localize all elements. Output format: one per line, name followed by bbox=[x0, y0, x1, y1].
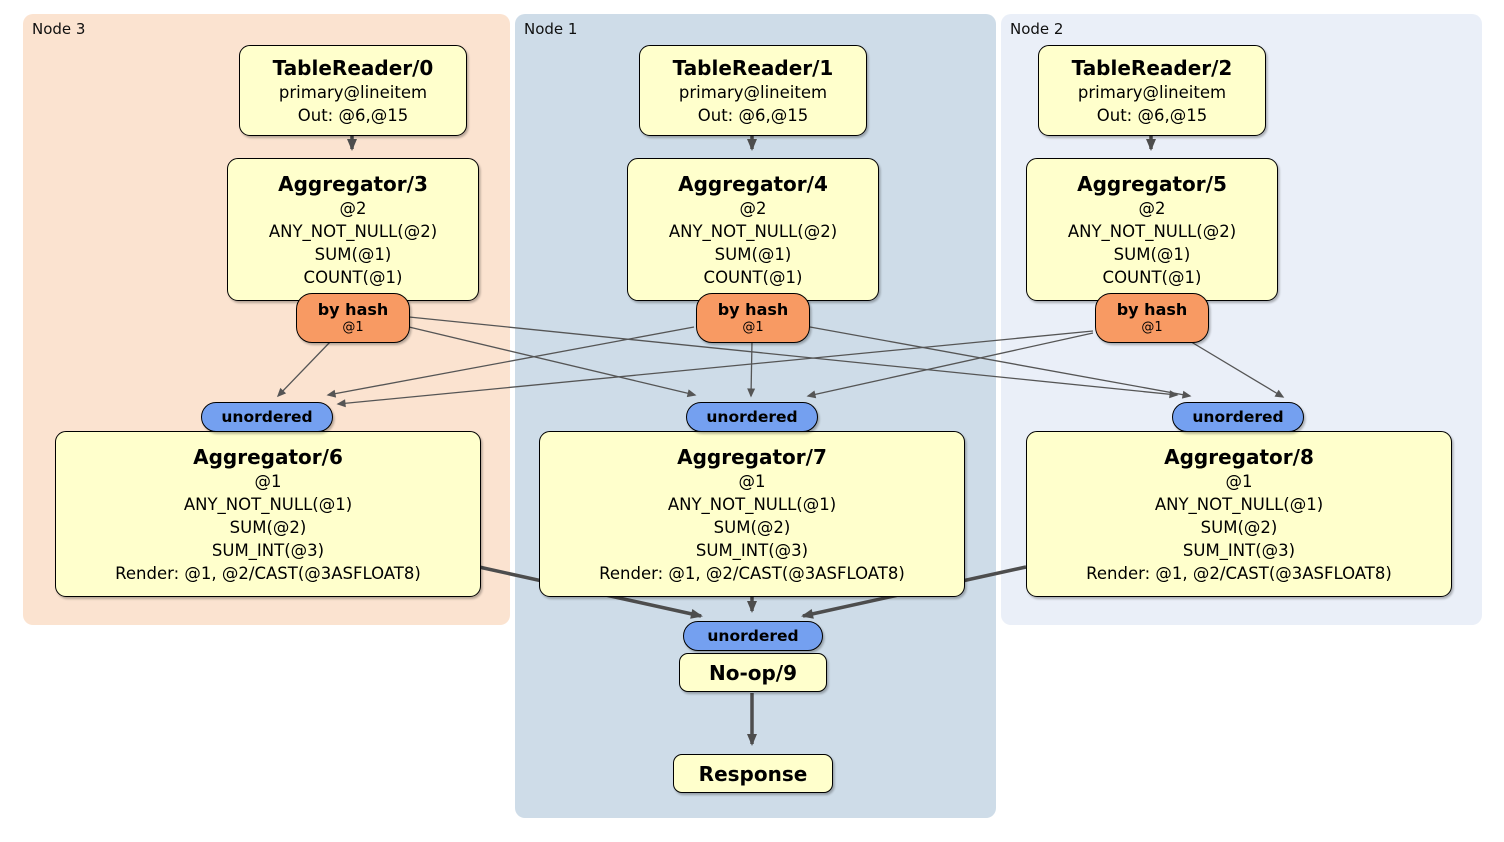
processor-detail: SUM(@2) bbox=[229, 517, 307, 537]
noop-box: No-op/9 bbox=[679, 653, 827, 692]
processor-detail: SUM(@1) bbox=[714, 244, 792, 264]
unordered-stream: unordered bbox=[683, 621, 823, 651]
processor-title: TableReader/2 bbox=[1071, 55, 1233, 80]
hash-router: by hash @1 bbox=[296, 293, 410, 343]
processor-detail: SUM(@2) bbox=[713, 517, 791, 537]
processor-detail: primary@lineitem bbox=[1077, 82, 1227, 102]
aggregator-box: Aggregator/4 @2 ANY_NOT_NULL(@2) SUM(@1)… bbox=[627, 158, 879, 301]
processor-detail: ANY_NOT_NULL(@2) bbox=[1067, 221, 1237, 241]
processor-detail: Render: @1, @2/CAST(@3ASFLOAT8) bbox=[599, 563, 905, 583]
processor-title: Aggregator/3 bbox=[278, 171, 428, 196]
processor-detail: @1 bbox=[254, 471, 282, 491]
processor-title: TableReader/0 bbox=[272, 55, 434, 80]
unordered-stream: unordered bbox=[1172, 402, 1304, 432]
aggregator-box: Aggregator/6 @1 ANY_NOT_NULL(@1) SUM(@2)… bbox=[55, 431, 481, 597]
processor-title: TableReader/1 bbox=[672, 55, 834, 80]
router-label: by hash bbox=[317, 300, 389, 319]
node-label: Node 2 bbox=[1010, 20, 1064, 38]
node-label: Node 1 bbox=[524, 20, 578, 38]
processor-detail: @1 bbox=[1225, 471, 1253, 491]
table-reader-box: TableReader/2 primary@lineitem Out: @6,@… bbox=[1038, 45, 1266, 136]
node-label: Node 3 bbox=[32, 20, 86, 38]
table-reader-box: TableReader/0 primary@lineitem Out: @6,@… bbox=[239, 45, 467, 136]
processor-detail: SUM_INT(@3) bbox=[1182, 540, 1296, 560]
unordered-stream: unordered bbox=[686, 402, 818, 432]
aggregator-box: Aggregator/5 @2 ANY_NOT_NULL(@2) SUM(@1)… bbox=[1026, 158, 1278, 301]
router-label: by hash bbox=[717, 300, 789, 319]
processor-detail: ANY_NOT_NULL(@1) bbox=[183, 494, 353, 514]
processor-detail: COUNT(@1) bbox=[703, 267, 803, 287]
stream-label: unordered bbox=[1192, 408, 1284, 426]
processor-title: No-op/9 bbox=[708, 660, 798, 685]
processor-detail: primary@lineitem bbox=[278, 82, 428, 102]
processor-detail: ANY_NOT_NULL(@2) bbox=[268, 221, 438, 241]
processor-title: Aggregator/4 bbox=[678, 171, 828, 196]
aggregator-box: Aggregator/8 @1 ANY_NOT_NULL(@1) SUM(@2)… bbox=[1026, 431, 1452, 597]
hash-router: by hash @1 bbox=[696, 293, 810, 343]
processor-detail: ANY_NOT_NULL(@1) bbox=[1154, 494, 1324, 514]
processor-detail: @2 bbox=[339, 198, 367, 218]
processor-detail: COUNT(@1) bbox=[303, 267, 403, 287]
stream-label: unordered bbox=[221, 408, 313, 426]
processor-detail: primary@lineitem bbox=[678, 82, 828, 102]
processor-detail: Render: @1, @2/CAST(@3ASFLOAT8) bbox=[1086, 563, 1392, 583]
processor-detail: Out: @6,@15 bbox=[297, 105, 409, 125]
unordered-stream: unordered bbox=[201, 402, 333, 432]
processor-detail: @2 bbox=[1138, 198, 1166, 218]
processor-detail: ANY_NOT_NULL(@1) bbox=[667, 494, 837, 514]
response-box: Response bbox=[673, 754, 833, 793]
processor-title: Aggregator/7 bbox=[677, 444, 827, 469]
processor-detail: Out: @6,@15 bbox=[697, 105, 809, 125]
processor-detail: SUM(@1) bbox=[1113, 244, 1191, 264]
processor-detail: @1 bbox=[738, 471, 766, 491]
aggregator-box: Aggregator/3 @2 ANY_NOT_NULL(@2) SUM(@1)… bbox=[227, 158, 479, 301]
stream-label: unordered bbox=[707, 627, 799, 645]
stream-label: unordered bbox=[706, 408, 798, 426]
processor-detail: SUM_INT(@3) bbox=[211, 540, 325, 560]
processor-title: Response bbox=[698, 761, 808, 786]
processor-detail: SUM_INT(@3) bbox=[695, 540, 809, 560]
aggregator-box: Aggregator/7 @1 ANY_NOT_NULL(@1) SUM(@2)… bbox=[539, 431, 965, 597]
processor-detail: Render: @1, @2/CAST(@3ASFLOAT8) bbox=[115, 563, 421, 583]
processor-detail: SUM(@1) bbox=[314, 244, 392, 264]
processor-detail: ANY_NOT_NULL(@2) bbox=[668, 221, 838, 241]
processor-detail: @2 bbox=[739, 198, 767, 218]
router-label: by hash bbox=[1116, 300, 1188, 319]
router-detail: @1 bbox=[742, 320, 764, 335]
processor-title: Aggregator/5 bbox=[1077, 171, 1227, 196]
processor-title: Aggregator/6 bbox=[193, 444, 343, 469]
router-detail: @1 bbox=[342, 320, 364, 335]
table-reader-box: TableReader/1 primary@lineitem Out: @6,@… bbox=[639, 45, 867, 136]
processor-detail: Out: @6,@15 bbox=[1096, 105, 1208, 125]
processor-detail: COUNT(@1) bbox=[1102, 267, 1202, 287]
processor-title: Aggregator/8 bbox=[1164, 444, 1314, 469]
hash-router: by hash @1 bbox=[1095, 293, 1209, 343]
router-detail: @1 bbox=[1141, 320, 1163, 335]
processor-detail: SUM(@2) bbox=[1200, 517, 1278, 537]
